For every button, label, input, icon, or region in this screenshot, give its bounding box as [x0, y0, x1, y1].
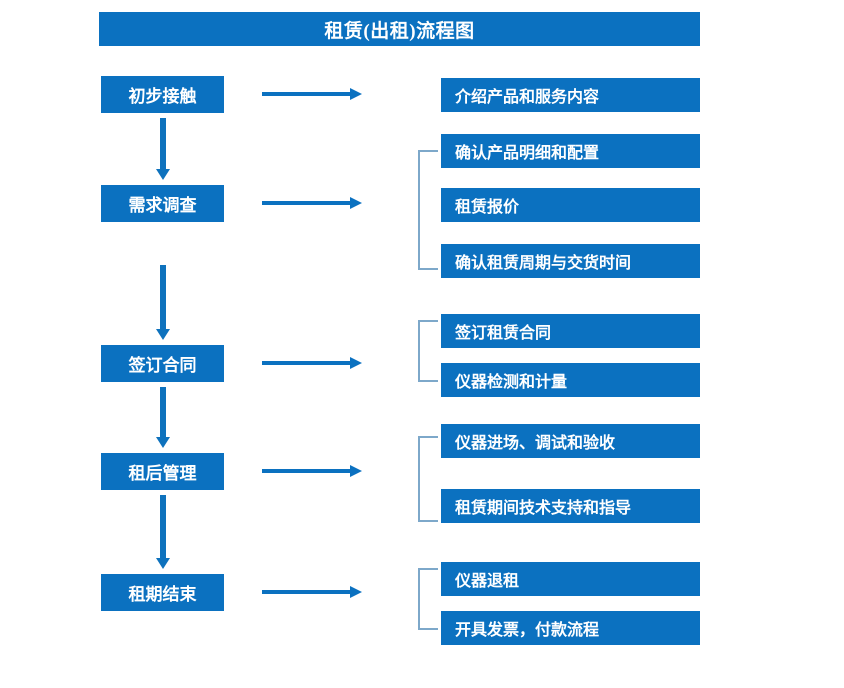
detail-box-9[interactable]: 仪器退租 — [441, 562, 700, 596]
group-bracket-1 — [418, 150, 438, 270]
group-bracket-3 — [418, 436, 438, 522]
horizontal-arrow-icon-1 — [262, 88, 362, 100]
detail-box-7[interactable]: 仪器进场、调试和验收 — [441, 424, 700, 458]
vertical-arrow-icon-4 — [156, 495, 170, 569]
detail-box-1[interactable]: 介绍产品和服务内容 — [441, 78, 700, 112]
horizontal-arrow-icon-2 — [262, 197, 362, 209]
detail-box-8[interactable]: 租赁期间技术支持和指导 — [441, 489, 700, 523]
stage-box-1[interactable]: 初步接触 — [101, 76, 224, 113]
stage-box-5[interactable]: 租期结束 — [101, 574, 224, 611]
detail-box-5[interactable]: 签订租赁合同 — [441, 314, 700, 348]
horizontal-arrow-icon-5 — [262, 586, 362, 598]
detail-box-10[interactable]: 开具发票，付款流程 — [441, 611, 700, 645]
flowchart-title: 租赁(出租)流程图 — [99, 12, 700, 46]
detail-box-2[interactable]: 确认产品明细和配置 — [441, 134, 700, 168]
vertical-arrow-icon-3 — [156, 387, 170, 448]
horizontal-arrow-icon-4 — [262, 465, 362, 477]
stage-box-4[interactable]: 租后管理 — [101, 453, 224, 490]
horizontal-arrow-icon-3 — [262, 357, 362, 369]
detail-box-4[interactable]: 确认租赁周期与交货时间 — [441, 244, 700, 278]
group-bracket-2 — [418, 320, 438, 382]
stage-box-3[interactable]: 签订合同 — [101, 345, 224, 382]
detail-box-6[interactable]: 仪器检测和计量 — [441, 363, 700, 397]
vertical-arrow-icon-2 — [156, 265, 170, 340]
detail-box-3[interactable]: 租赁报价 — [441, 188, 700, 222]
group-bracket-4 — [418, 568, 438, 630]
vertical-arrow-icon-1 — [156, 118, 170, 180]
stage-box-2[interactable]: 需求调查 — [101, 185, 224, 222]
